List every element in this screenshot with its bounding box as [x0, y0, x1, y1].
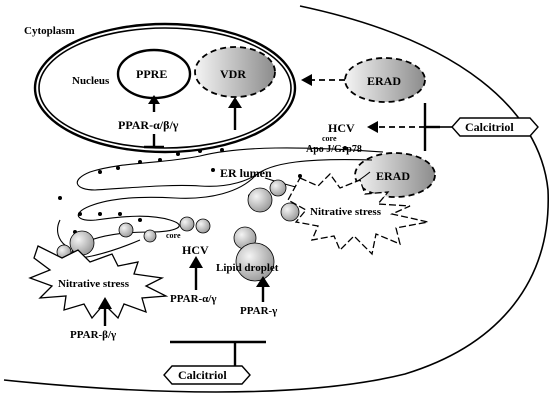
label-ppar-g: PPAR-γ [240, 305, 277, 317]
er-ribosomes [58, 146, 347, 234]
label-hcv-top: HCV [328, 121, 355, 135]
nucleus-inner [38, 27, 292, 149]
label-ppar-bg: PPAR-β/γ [70, 329, 116, 341]
erad-top [344, 57, 426, 103]
arrowhead-erad-vdr [301, 74, 312, 86]
label-erad-top: ERAD [367, 74, 401, 88]
label-ppar-abg: PPAR-α/β/γ [118, 118, 179, 132]
erad-mid [354, 152, 436, 198]
er-membrane-3 [57, 219, 141, 257]
label-calcitriol-bottom: Calcitriol [178, 368, 227, 382]
nitrative-stress-left-burst [28, 245, 169, 320]
label-ppar-ag: PPAR-α/γ [170, 293, 217, 305]
label-core-left: core [166, 231, 181, 240]
arrows-lower [98, 256, 270, 366]
label-erad-mid: ERAD [376, 169, 410, 183]
label-nitrative-left: Nitrative stress [58, 278, 130, 290]
label-core-top: core [322, 134, 337, 143]
label-hcv-mid: HCV [182, 243, 209, 257]
label-calcitriol-right: Calcitriol [465, 120, 514, 134]
arrowhead-calcitriol-hcv [367, 121, 378, 133]
label-ppre: PPRE [136, 67, 167, 81]
cell-membrane [3, 5, 549, 393]
lipid-droplets [56, 179, 300, 282]
calcitriol-bottom-box [163, 365, 251, 385]
label-cytoplasm: Cytoplasm [24, 25, 75, 37]
label-nucleus: Nucleus [72, 75, 110, 87]
label-er-lumen: ER lumen [220, 166, 272, 180]
er-membrane-2 [71, 158, 373, 258]
arrowhead-ppre [148, 95, 160, 104]
nitrative-stress-right-burst [287, 172, 429, 256]
label-nitrative-right: Nitrative stress [310, 206, 382, 218]
label-vdr: VDR [220, 67, 246, 81]
nucleus-outer [33, 22, 297, 154]
label-apoj: Apo J/Grp78 [306, 144, 362, 155]
er-membrane-1 [76, 147, 384, 191]
arrowhead-vdr [228, 97, 242, 108]
label-lipid-droplet: Lipid droplet [216, 262, 279, 274]
